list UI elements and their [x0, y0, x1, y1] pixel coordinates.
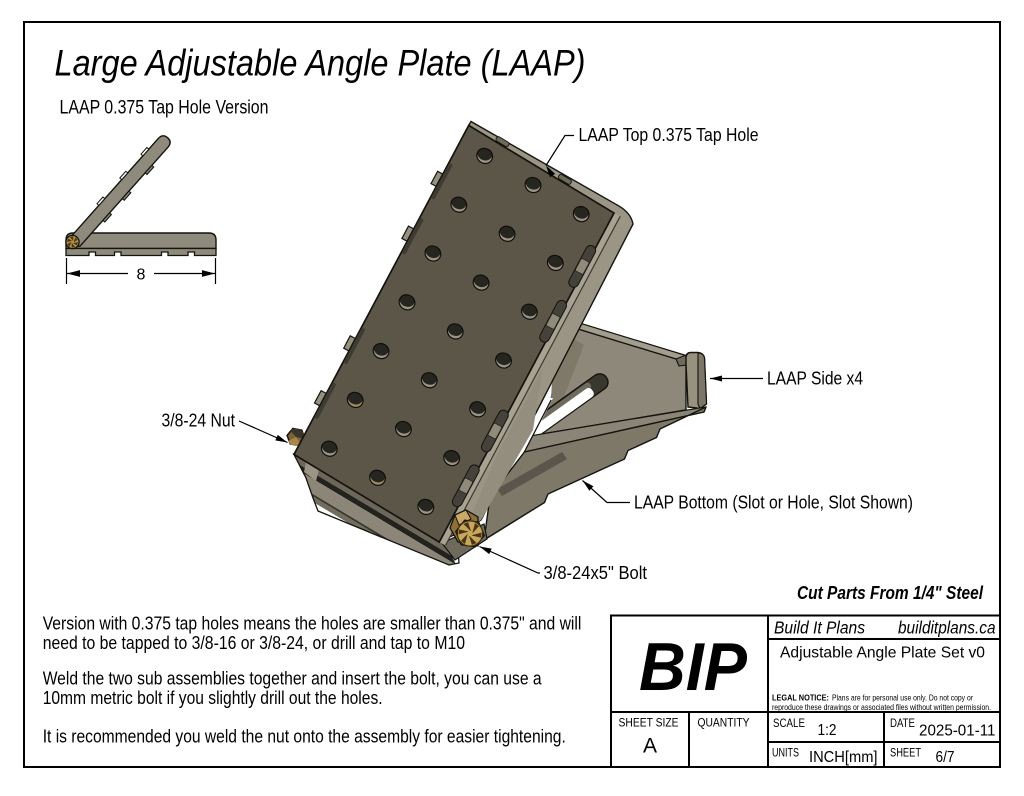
- svg-text:SHEET: SHEET: [890, 748, 921, 760]
- svg-text:Plans are for personal use onl: Plans are for personal use only. Do not …: [832, 693, 973, 703]
- svg-text:3/8-24x5" Bolt: 3/8-24x5" Bolt: [544, 563, 648, 583]
- svg-text:It is recommended you weld the: It is recommended you weld the nut onto …: [43, 727, 566, 747]
- svg-text:Adjustable Angle Plate Set v0: Adjustable Angle Plate Set v0: [780, 645, 985, 662]
- svg-text:LEGAL NOTICE:: LEGAL NOTICE:: [772, 693, 829, 703]
- svg-text:LAAP Side x4: LAAP Side x4: [767, 369, 863, 389]
- svg-text:SCALE: SCALE: [773, 718, 805, 730]
- svg-text:builditplans.ca: builditplans.ca: [898, 618, 996, 638]
- svg-text:Large Adjustable Angle Plate (: Large Adjustable Angle Plate (LAAP): [55, 42, 586, 84]
- svg-text:8: 8: [137, 267, 146, 284]
- svg-text:1:2: 1:2: [818, 722, 837, 739]
- svg-text:2025-01-11: 2025-01-11: [919, 723, 996, 740]
- svg-text:Weld the two sub assemblies to: Weld the two sub assemblies together and…: [43, 669, 543, 689]
- svg-text:QUANTITY: QUANTITY: [698, 718, 750, 730]
- svg-text:A: A: [643, 735, 657, 758]
- svg-text:LAAP Top 0.375 Tap Hole: LAAP Top 0.375 Tap Hole: [579, 125, 759, 145]
- svg-text:SHEET SIZE: SHEET SIZE: [619, 718, 679, 730]
- svg-text:3/8-24 Nut: 3/8-24 Nut: [162, 411, 236, 431]
- svg-text:DATE: DATE: [890, 718, 915, 730]
- svg-text:Build It Plans: Build It Plans: [774, 618, 865, 638]
- svg-text:UNITS: UNITS: [772, 748, 799, 760]
- svg-text:reproduce these drawings or as: reproduce these drawings or associated f…: [772, 702, 991, 712]
- svg-text:INCH[mm]: INCH[mm]: [809, 749, 878, 766]
- svg-text:10mm metric bolt if you slight: 10mm metric bolt if you slightly drill o…: [43, 688, 383, 708]
- svg-text:LAAP Bottom (Slot or Hole, Slo: LAAP Bottom (Slot or Hole, Slot Shown): [634, 493, 913, 513]
- svg-text:Cut Parts From 1/4" Steel: Cut Parts From 1/4" Steel: [797, 582, 984, 603]
- svg-text:6/7: 6/7: [936, 749, 955, 766]
- svg-text:LAAP 0.375 Tap Hole Version: LAAP 0.375 Tap Hole Version: [60, 97, 269, 119]
- svg-text:need to be tapped to 3/8-16 or: need to be tapped to 3/8-16 or 3/8-24, o…: [43, 633, 465, 653]
- svg-text:BIP: BIP: [639, 629, 748, 705]
- svg-text:Version with 0.375 tap holes m: Version with 0.375 tap holes means the h…: [43, 614, 582, 634]
